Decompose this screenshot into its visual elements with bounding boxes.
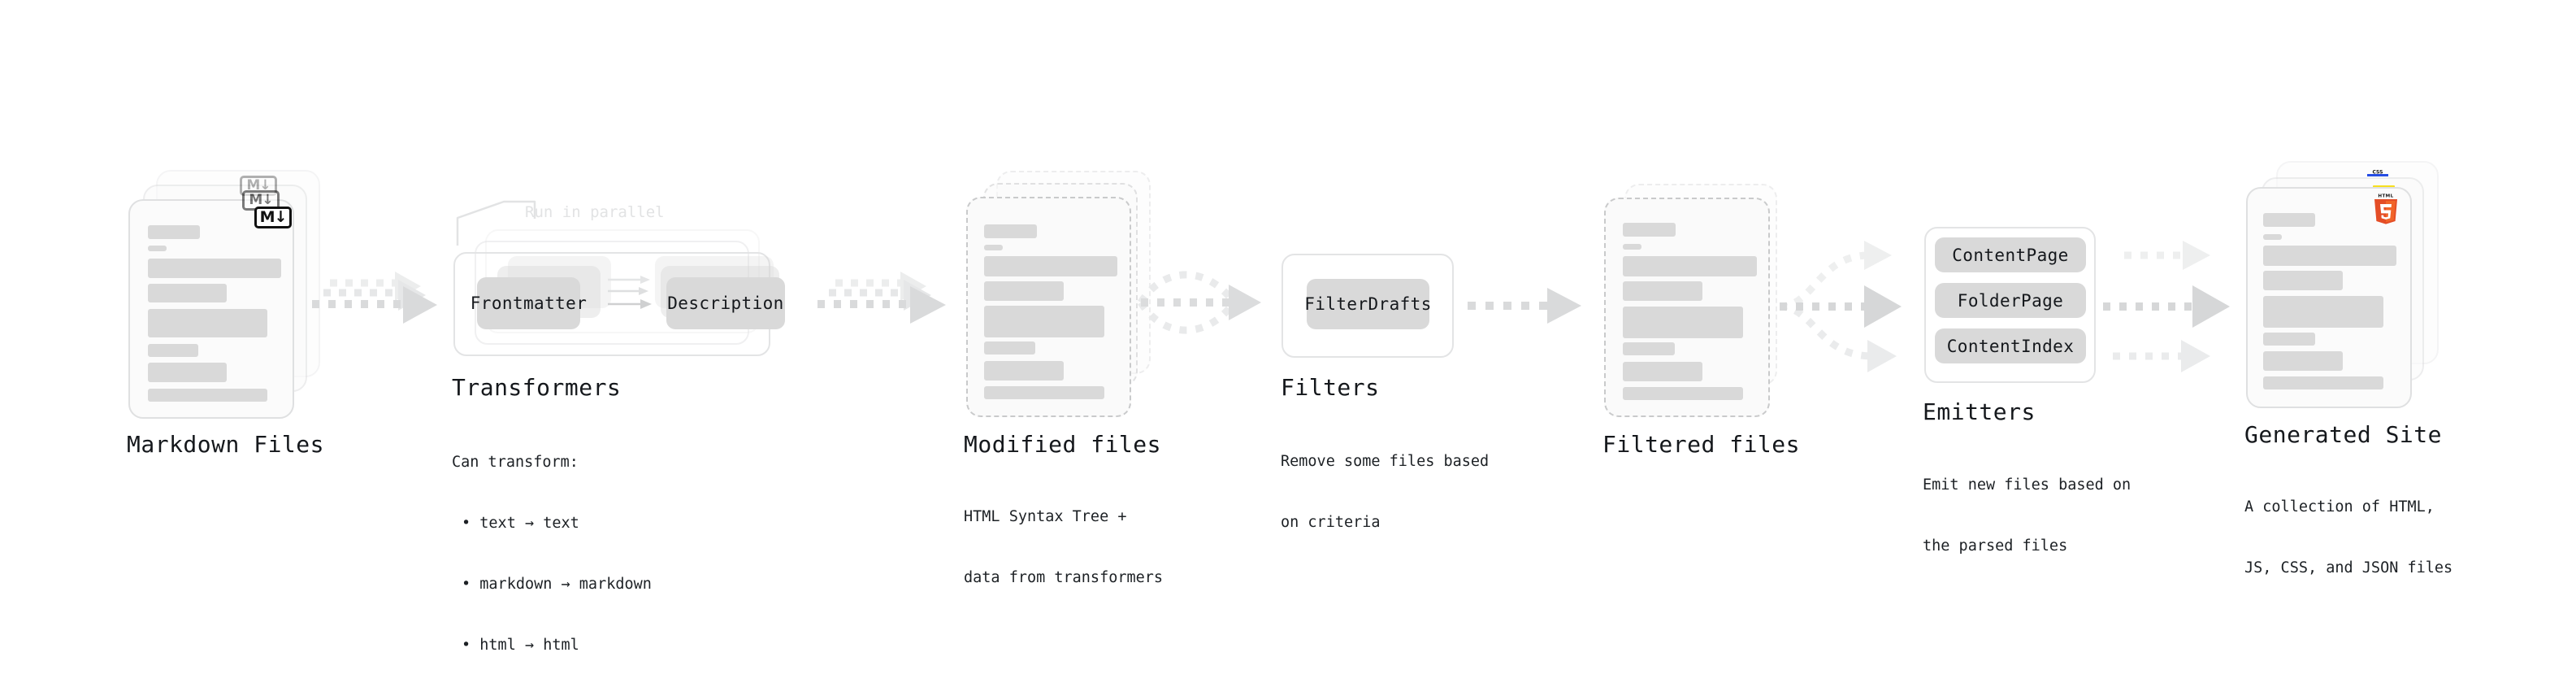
transformers-bullet: • markdown → markdown [462, 576, 652, 593]
modified-files-description-line: HTML Syntax Tree + [964, 508, 1127, 525]
filters-description-line: on criteria [1281, 514, 1381, 531]
skeleton-line [148, 284, 227, 302]
emitters-box[interactable] [1924, 227, 2096, 383]
emitter-chip-contentpage-label: ContentPage [1952, 245, 2069, 265]
emitter-chip-contentindex[interactable]: ContentIndex [1935, 328, 2086, 363]
skeleton-line [984, 256, 1117, 276]
svg-text:CSS: CSS [2373, 170, 2383, 176]
emitter-chip-folderpage-label: FolderPage [1957, 290, 2064, 311]
transformers-bullet: • html → html [462, 637, 579, 654]
transformer-chip-description-label: Description [667, 294, 784, 313]
skeleton-heading [984, 224, 1037, 238]
emitters-description-line: Emit new files based on [1923, 476, 2131, 494]
conn-modified-to-filters [1136, 256, 1278, 350]
filters-description: Remove some files based on criteria [1281, 411, 1489, 573]
emitter-chip-contentpage[interactable]: ContentPage [1935, 237, 2086, 272]
skeleton-line [148, 344, 198, 357]
modified-file-card[interactable] [966, 197, 1131, 417]
markdown-files-title: Markdown Files [127, 431, 325, 458]
transformer-chip-frontmatter[interactable]: Frontmatter [471, 277, 587, 329]
filters-box[interactable] [1281, 254, 1454, 358]
generated-site-description-line: A collection of HTML, [2244, 498, 2435, 515]
skeleton-subheading [1623, 244, 1641, 250]
transformers-description-head: Can transform: [452, 454, 579, 471]
generated-file-card[interactable] [2246, 187, 2412, 408]
skeleton-line [148, 389, 267, 402]
conn-filters-to-filtered [1463, 285, 1597, 329]
generated-site-description: A collection of HTML, JS, CSS, and JSON … [2244, 456, 2452, 619]
conn-filtered-to-emitters [1773, 229, 1928, 388]
skeleton-line [2263, 351, 2343, 371]
filter-chip-filterdrafts-label: FilterDrafts [1304, 294, 1432, 314]
modified-files-title: Modified files [964, 431, 1162, 458]
skeleton-heading [148, 225, 200, 239]
transformers-description: Can transform: • text → text • markdown … [452, 411, 652, 696]
skeleton-line [984, 341, 1035, 355]
skeleton-line [2263, 296, 2383, 328]
skeleton-line [2263, 333, 2315, 346]
skeleton-line [984, 361, 1064, 381]
skeleton-line [2263, 246, 2396, 266]
conn-md-to-transformers [307, 268, 453, 333]
transformers-inner-arrows [596, 268, 722, 341]
conn-emitters-to-site [2103, 229, 2257, 388]
transformers-bullet: • text → text [462, 515, 579, 532]
skeleton-line [2263, 376, 2383, 389]
skeleton-subheading [148, 246, 167, 251]
skeleton-line [1623, 342, 1675, 355]
diagram-canvas: M↓ M↓ M↓ Markdown Files Ru [127, 161, 2453, 654]
generated-site-description-line: JS, CSS, and JSON files [2244, 559, 2453, 576]
filtered-files-title: Filtered files [1602, 431, 1801, 458]
filtered-file-card[interactable] [1604, 198, 1770, 417]
emitter-chip-folderpage[interactable]: FolderPage [1935, 283, 2086, 318]
skeleton-line [1623, 387, 1743, 400]
markdown-badge: M↓ [254, 207, 292, 228]
skeleton-line [148, 259, 281, 278]
conn-transformers-to-modified [813, 268, 967, 337]
skeleton-line [1623, 256, 1757, 276]
svg-text:HTML: HTML [2378, 194, 2393, 199]
emitters-description: Emit new files based on the parsed files [1923, 434, 2131, 597]
skeleton-heading [2263, 213, 2315, 227]
skeleton-line [148, 309, 267, 337]
transformer-chip-frontmatter-label: Frontmatter [470, 294, 588, 313]
skeleton-line [1623, 281, 1702, 301]
skeleton-line [1623, 307, 1743, 338]
skeleton-subheading [2263, 234, 2282, 240]
skeleton-subheading [984, 245, 1003, 250]
run-in-parallel-bracket [455, 199, 553, 248]
css3-badge: CSS [2367, 166, 2388, 177]
skeleton-line [148, 363, 227, 382]
run-in-parallel-label: Run in parallel [525, 203, 665, 221]
filter-chip-filterdrafts[interactable]: FilterDrafts [1304, 279, 1432, 329]
skeleton-line [984, 386, 1104, 399]
markdown-file-card[interactable] [128, 199, 294, 419]
filters-title: Filters [1281, 374, 1380, 401]
skeleton-line [984, 281, 1064, 301]
skeleton-line [2263, 271, 2343, 290]
emitters-title: Emitters [1923, 398, 2036, 425]
skeleton-line [1623, 362, 1702, 381]
transformers-title: Transformers [452, 374, 622, 401]
transformer-chip-description[interactable]: Description [666, 277, 785, 329]
filters-description-line: Remove some files based [1281, 453, 1490, 470]
skeleton-line [984, 306, 1104, 337]
html5-badge: HTML [2372, 192, 2400, 227]
modified-files-description: HTML Syntax Tree + data from transformer… [964, 466, 1163, 629]
emitter-chip-contentindex-label: ContentIndex [1946, 336, 2075, 356]
modified-files-description-line: data from transformers [964, 569, 1164, 586]
emitters-description-line: the parsed files [1923, 537, 2068, 555]
generated-site-title: Generated Site [2244, 421, 2443, 448]
skeleton-heading [1623, 223, 1676, 237]
